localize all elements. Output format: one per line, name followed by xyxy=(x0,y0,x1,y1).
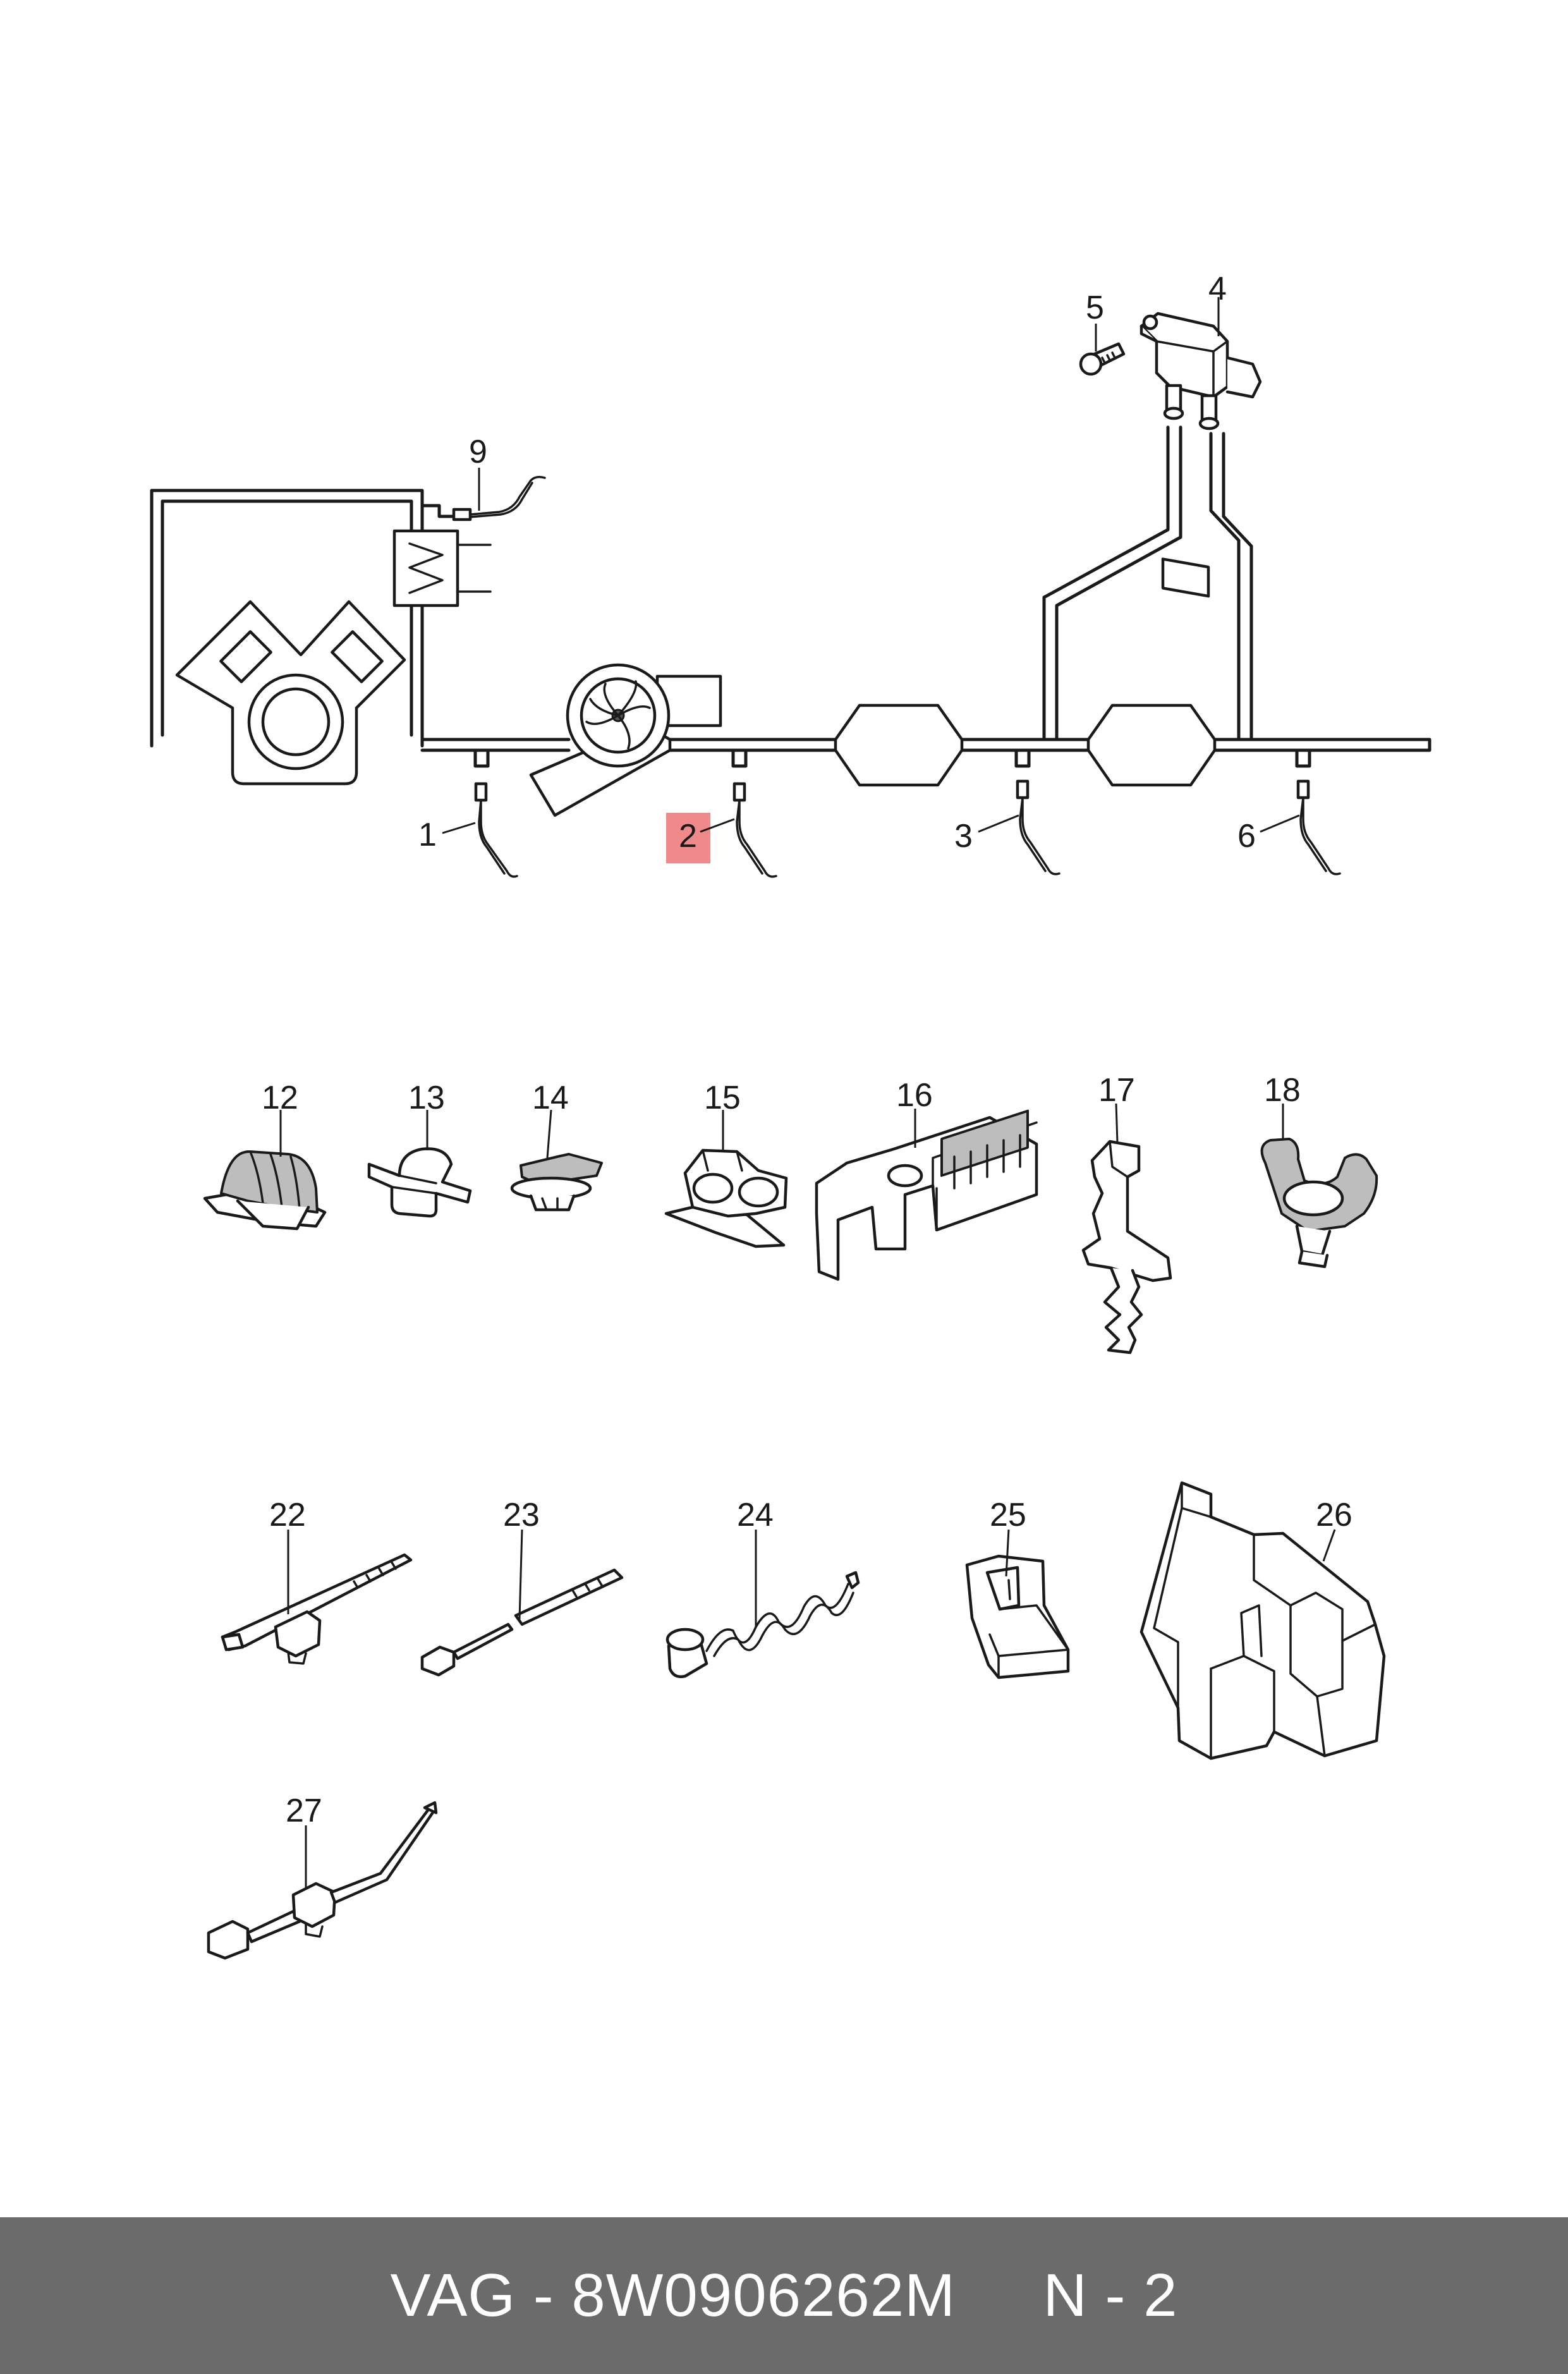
callout-14: 14 xyxy=(532,1080,569,1116)
callout-25: 25 xyxy=(990,1497,1026,1533)
footer-separator: - xyxy=(516,2261,572,2329)
exhaust-temperature-sensor-2 xyxy=(732,782,777,878)
cable-tie-27 xyxy=(207,1801,438,1960)
bolt xyxy=(1079,342,1126,376)
callout-16: 16 xyxy=(896,1077,933,1114)
callout-1: 1 xyxy=(418,817,437,853)
callouts: 1 2 3 6 9 4 5 12 13 14 15 16 17 18 xyxy=(262,271,1352,1887)
callout-24: 24 xyxy=(737,1497,774,1533)
catalytic-converter-1 xyxy=(834,703,964,787)
double-clip-15 xyxy=(664,1148,788,1248)
callout-3: 3 xyxy=(954,818,973,855)
callout-2-highlight xyxy=(666,813,710,863)
callout-27: 27 xyxy=(286,1793,322,1829)
callout-6: 6 xyxy=(1237,818,1256,855)
egr-temperature-sensor-9 xyxy=(452,475,546,521)
particulate-filter xyxy=(1086,703,1217,787)
holder-16 xyxy=(815,1109,1038,1281)
push-clip-14 xyxy=(510,1153,603,1212)
footer-brand: VAG xyxy=(390,2261,516,2329)
footer-part-number: 8W0906262M xyxy=(571,2261,956,2329)
callout-5: 5 xyxy=(1086,289,1104,326)
engine-block xyxy=(175,600,406,786)
differential-pressure-sensor xyxy=(1140,312,1262,598)
bracket-26 xyxy=(1140,1481,1386,1760)
footer-gap xyxy=(956,2261,1043,2330)
exhaust-temperature-sensor-6 xyxy=(1296,779,1341,875)
hose-clip-13 xyxy=(367,1147,472,1218)
cable-tie-22 xyxy=(221,1553,413,1665)
part-number-footer: VAG - 8W0906262M N - 2 xyxy=(0,2217,1568,2374)
callout-13: 13 xyxy=(408,1080,445,1116)
callout-2: 2 xyxy=(679,818,697,855)
exhaust-system-schematic xyxy=(150,425,1431,817)
fir-tree-clip-17 xyxy=(1081,1140,1172,1354)
parts-diagram: 1 2 3 6 9 4 5 12 13 14 15 16 17 18 xyxy=(150,271,1431,1960)
callout-26: 26 xyxy=(1316,1497,1352,1533)
footer-page: N - 2 xyxy=(1043,2261,1178,2329)
clip-25 xyxy=(965,1554,1070,1679)
round-clip-18 xyxy=(1260,1138,1378,1269)
exhaust-temperature-sensor-3 xyxy=(1016,779,1061,875)
callout-12: 12 xyxy=(262,1080,298,1116)
callout-22: 22 xyxy=(269,1497,306,1533)
callout-9: 9 xyxy=(469,434,487,470)
callout-17: 17 xyxy=(1098,1072,1135,1109)
cable-tie-23 xyxy=(420,1568,624,1677)
callout-18: 18 xyxy=(1264,1072,1301,1109)
callout-23: 23 xyxy=(503,1497,540,1533)
callout-15: 15 xyxy=(704,1080,741,1116)
egr-cooler xyxy=(392,529,459,607)
exhaust-temperature-sensor-1 xyxy=(474,782,518,878)
callout-4: 4 xyxy=(1208,271,1227,307)
turbocharger xyxy=(529,663,722,817)
spiral-clip-24 xyxy=(665,1571,860,1678)
clip-12 xyxy=(203,1150,327,1231)
